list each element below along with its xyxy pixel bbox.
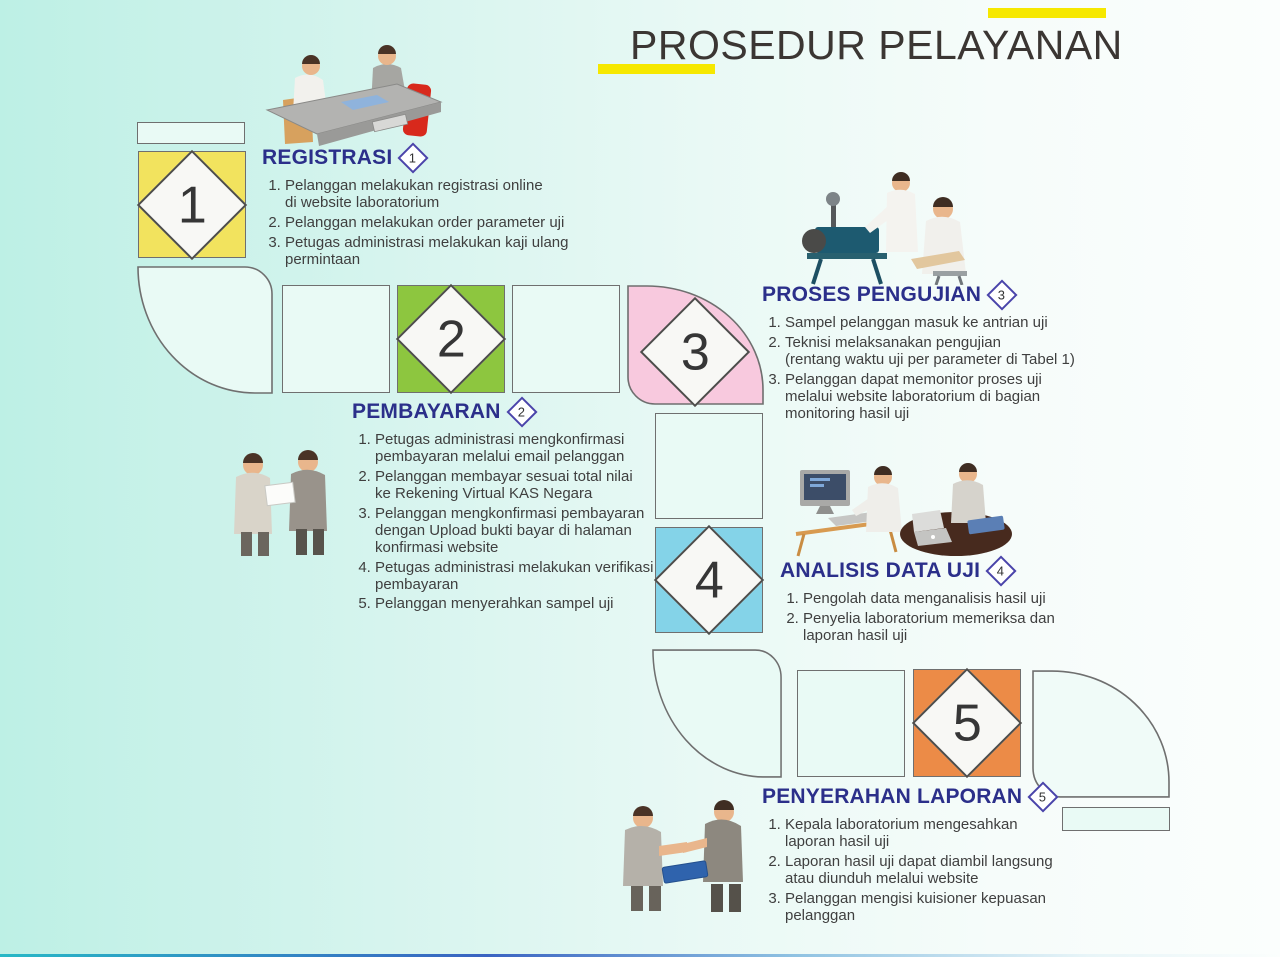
step-1-number: 1 bbox=[177, 175, 207, 234]
board-elbow-right-down-end bbox=[1032, 670, 1170, 798]
board-end-tile bbox=[1062, 807, 1170, 831]
title-accent-bar-bottom bbox=[598, 64, 715, 74]
step-1-diamond: 1 bbox=[136, 149, 248, 260]
board-start-tile bbox=[137, 122, 245, 144]
data-analysis-illustration bbox=[795, 463, 1012, 557]
section-registrasi: REGISTRASI 1 Pelanggan melakukan registr… bbox=[262, 142, 622, 272]
board-empty-tile-1 bbox=[282, 285, 390, 393]
section-analisis-data-uji: ANALISIS DATA UJI 4 Pengolah data mengan… bbox=[780, 555, 1140, 648]
page-title: PROSEDUR PELAYANAN bbox=[630, 22, 1123, 68]
step-item: Pelanggan melakukan order parameter uji bbox=[285, 214, 615, 232]
board-empty-tile-4 bbox=[797, 670, 905, 777]
step-item: Penyelia laboratorium memeriksa dan lapo… bbox=[803, 610, 1103, 645]
step-1-list: Pelanggan melakukan registrasi online di… bbox=[262, 177, 615, 269]
step-5-list: Kepala laboratorium mengesahkan laporan … bbox=[762, 816, 1095, 925]
board-tile-step-4: 4 bbox=[653, 524, 765, 636]
step-item: Petugas administrasi mengkonfirmasi pemb… bbox=[375, 431, 705, 466]
step-item: Laporan hasil uji dapat diambil langsung… bbox=[785, 853, 1095, 888]
step-5-number: 5 bbox=[952, 693, 982, 752]
step-3-diamond: 3 bbox=[639, 296, 751, 408]
registration-desk-illustration bbox=[265, 45, 443, 146]
section-proses-pengujian: PROSES PENGUJIAN 3 Sampel pelanggan masu… bbox=[762, 279, 1122, 426]
payment-handover-illustration bbox=[234, 450, 327, 556]
section-penyerahan-laporan: PENYERAHAN LAPORAN 5 Kepala laboratorium… bbox=[762, 781, 1122, 928]
step-2-list: Petugas administrasi mengkonfirmasi pemb… bbox=[352, 431, 705, 613]
bottom-accent-strip bbox=[0, 954, 1280, 957]
board-empty-tile-3 bbox=[655, 413, 763, 519]
step-4-title-diamond: 4 bbox=[985, 555, 1017, 587]
step-4-list: Pengolah data menganalisis hasil ujiPeny… bbox=[780, 590, 1103, 645]
step-1-title: REGISTRASI bbox=[262, 146, 393, 169]
step-item: Pelanggan mengkonfirmasi pembayaran deng… bbox=[375, 505, 705, 557]
step-item: Pelanggan dapat memonitor proses uji mel… bbox=[785, 371, 1130, 423]
step-5-title-diamond: 5 bbox=[1027, 781, 1059, 813]
step-5-diamond: 5 bbox=[911, 667, 1023, 779]
board-elbow-down-right-1 bbox=[137, 266, 273, 394]
step-2-title: PEMBAYARAN bbox=[352, 400, 501, 423]
step-item: Kepala laboratorium mengesahkan laporan … bbox=[785, 816, 1095, 851]
lab-testing-illustration bbox=[802, 172, 967, 285]
board-tile-step-1: 1 bbox=[136, 149, 248, 260]
step-3-list: Sampel pelanggan masuk ke antrian ujiTek… bbox=[762, 314, 1130, 423]
step-3-title-diamond: 3 bbox=[986, 279, 1018, 311]
step-item: Teknisi melaksanakan pengujian (rentang … bbox=[785, 334, 1130, 369]
step-item: Pelanggan membayar sesuai total nilai ke… bbox=[375, 468, 705, 503]
step-3-diamond-wrap: 3 bbox=[639, 296, 751, 408]
step-2-number: 2 bbox=[436, 309, 466, 368]
step-item: Petugas administrasi melakukan verifikas… bbox=[375, 559, 705, 594]
section-pembayaran: PEMBAYARAN 2 Petugas administrasi mengko… bbox=[352, 396, 712, 616]
step-2-title-diamond: 2 bbox=[506, 396, 538, 428]
step-item: Sampel pelanggan masuk ke antrian uji bbox=[785, 314, 1130, 332]
board-tile-step-2: 2 bbox=[395, 283, 507, 395]
step-3-title: PROSES PENGUJIAN bbox=[762, 283, 982, 306]
board-tile-step-5: 5 bbox=[911, 667, 1023, 779]
board-empty-tile-2 bbox=[512, 285, 620, 393]
step-item: Petugas administrasi melakukan kaji ulan… bbox=[285, 234, 615, 269]
step-3-number: 3 bbox=[680, 322, 710, 381]
step-4-title: ANALISIS DATA UJI bbox=[780, 559, 981, 582]
report-handover-illustration bbox=[623, 800, 743, 912]
step-item: Pengolah data menganalisis hasil uji bbox=[803, 590, 1103, 608]
step-5-title: PENYERAHAN LAPORAN bbox=[762, 785, 1023, 808]
step-item: Pelanggan menyerahkan sampel uji bbox=[375, 595, 705, 613]
step-2-diamond: 2 bbox=[395, 283, 507, 395]
step-item: Pelanggan mengisi kuisioner kepuasan pel… bbox=[785, 890, 1095, 925]
step-item: Pelanggan melakukan registrasi online di… bbox=[285, 177, 615, 212]
board-elbow-down-right-2 bbox=[652, 649, 782, 778]
title-accent-bar-top bbox=[988, 8, 1106, 18]
